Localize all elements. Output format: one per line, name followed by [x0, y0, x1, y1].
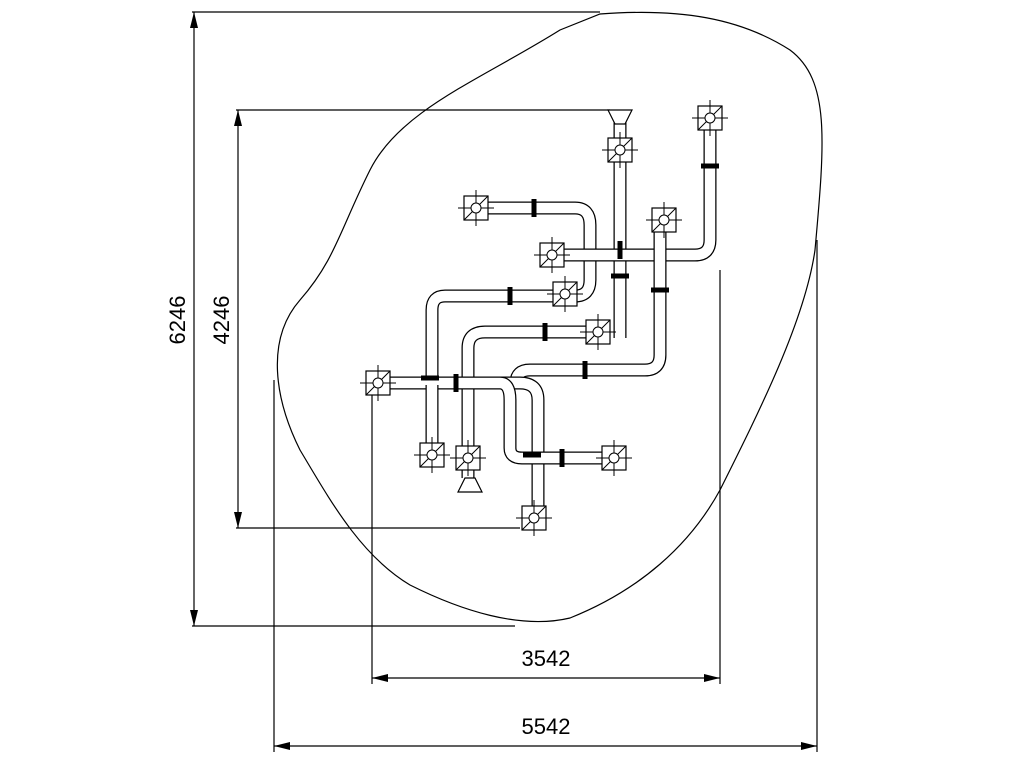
pipe-fittings: [360, 100, 728, 536]
funnel-0: [607, 109, 633, 125]
dimension-total-width: 5542: [273, 240, 818, 752]
fitting-3: [646, 202, 682, 238]
dimension-inner-width: 3542: [371, 270, 721, 684]
clamp-7: [582, 361, 588, 379]
fitting-10: [596, 440, 632, 476]
fitting-4: [534, 237, 570, 273]
fitting-6: [580, 314, 616, 350]
pipe-segment-fill-4: [510, 230, 666, 384]
clamp-5: [651, 287, 669, 293]
fitting-8: [414, 437, 450, 473]
fitting-1: [692, 100, 728, 136]
dimension-inner-height: 4246: [209, 109, 610, 529]
dimension-label-total-width: 5542: [522, 714, 571, 739]
pipe-segment-fill-2: [426, 202, 596, 385]
clamp-9: [453, 374, 459, 392]
funnel-1: [457, 477, 483, 493]
clamp-0: [701, 163, 719, 169]
clamp-1: [531, 199, 537, 217]
clamp-11: [559, 449, 565, 467]
fitting-9: [450, 440, 486, 476]
clamp-2: [617, 241, 623, 259]
pipe-segment-fill-7: [499, 377, 610, 464]
safety-area-outline: [276, 11, 823, 623]
fitting-0: [602, 132, 638, 168]
fitting-2: [458, 190, 494, 226]
pipe-segment-7: [499, 376, 610, 465]
clamp-4: [611, 273, 629, 279]
clamp-6: [542, 323, 548, 341]
clamp-3: [507, 287, 513, 305]
dimension-label-total-height: 6246: [165, 296, 190, 345]
pipe-clamps: [421, 163, 719, 467]
fitting-5: [547, 276, 583, 312]
pipe-segment-fill-5: [462, 326, 600, 478]
clamp-8: [421, 375, 439, 381]
fitting-7: [360, 365, 396, 401]
dimension-label-inner-height: 4246: [209, 296, 234, 345]
dimension-label-inner-width: 3542: [522, 646, 571, 671]
pipe-segment-fill-6: [380, 377, 544, 518]
clamp-10: [523, 452, 541, 458]
pipe-segment-fill-1: [600, 125, 716, 261]
dimension-total-height: 6246: [165, 11, 600, 627]
fitting-11: [516, 500, 552, 536]
